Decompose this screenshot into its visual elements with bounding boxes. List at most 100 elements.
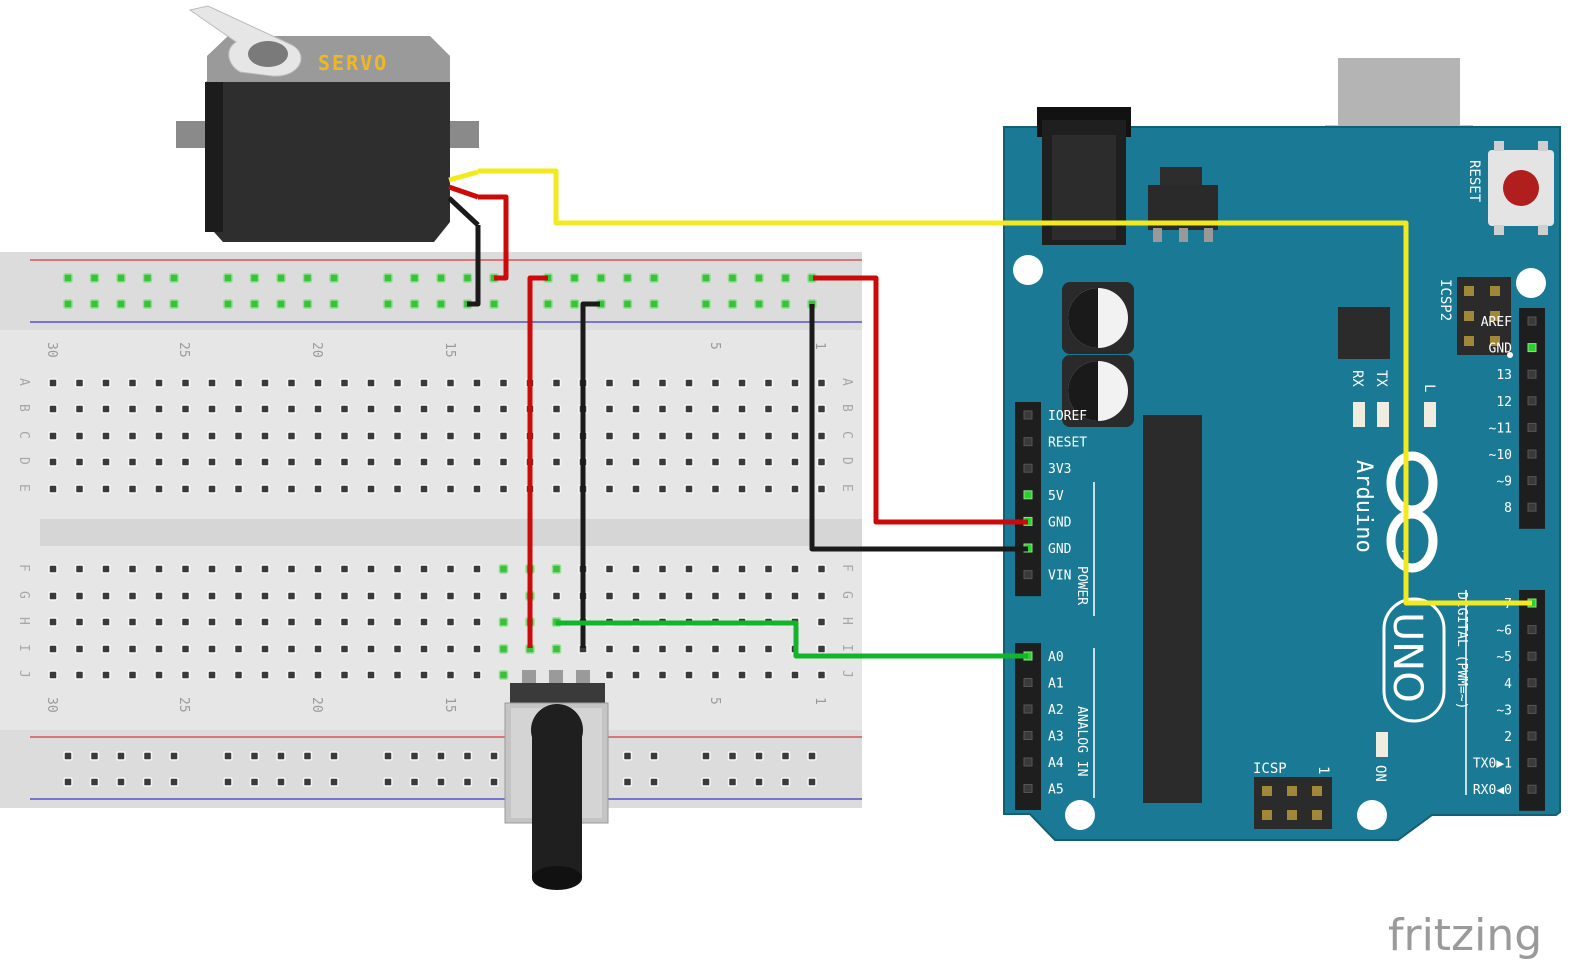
pin-label: 13 <box>1496 368 1512 383</box>
breadboard-hole <box>101 591 111 601</box>
breadboard-hole <box>498 564 509 574</box>
rail-hole <box>436 751 446 761</box>
rail-hole <box>223 299 233 309</box>
row-letter: C <box>839 431 854 439</box>
rail-hole <box>622 273 633 283</box>
pin-label: A3 <box>1048 730 1064 745</box>
breadboard-hole <box>763 404 774 414</box>
breadboard-hole <box>48 378 58 388</box>
rail-hole <box>383 751 393 761</box>
breadboard-hole <box>260 617 270 627</box>
breadboard-hole <box>180 404 191 414</box>
rail-hole <box>276 751 286 761</box>
breadboard-hole <box>631 457 641 467</box>
breadboard-hole <box>339 644 350 654</box>
rail-hole <box>302 273 313 283</box>
column-number: 15 <box>442 697 457 713</box>
breadboard-hole <box>631 670 641 680</box>
rail-hole <box>63 777 73 787</box>
breadboard-hole <box>684 670 694 680</box>
rail-hole <box>543 299 553 309</box>
breadboard-hole <box>604 404 615 414</box>
breadboard-hole <box>737 564 747 574</box>
breadboard-hole <box>207 644 217 654</box>
rail-hole <box>409 751 420 761</box>
breadboard-hole <box>684 457 694 467</box>
column-number: 25 <box>176 697 191 713</box>
potentiometer[interactable] <box>504 670 609 890</box>
rail-hole <box>383 299 393 309</box>
breadboard-hole <box>313 457 323 467</box>
breadboard-hole <box>286 617 297 627</box>
rail-hole <box>436 273 446 283</box>
tx-led <box>1377 402 1389 427</box>
breadboard-hole <box>737 378 747 388</box>
header-pin <box>1527 704 1537 714</box>
breadboard-hole <box>790 378 800 388</box>
breadboard-hole <box>392 670 403 680</box>
breadboard-hole <box>366 378 376 388</box>
header-pin <box>1527 678 1537 688</box>
pot-knob[interactable] <box>532 730 582 878</box>
rail-hole <box>142 299 153 309</box>
reset-button[interactable] <box>1488 141 1554 235</box>
breadboard-hole <box>101 378 111 388</box>
breadboard-hole <box>710 431 721 441</box>
breadboard-hole <box>366 617 376 627</box>
breadboard-hole <box>207 670 217 680</box>
breadboard-hole <box>763 378 774 388</box>
model-label: UNO <box>1384 612 1430 703</box>
breadboard-hole <box>631 591 641 601</box>
breadboard-hole <box>763 431 774 441</box>
breadboard-hole <box>127 431 138 441</box>
breadboard-hole <box>445 591 456 601</box>
breadboard-hole <box>207 564 217 574</box>
breadboard-hole <box>604 591 615 601</box>
rail-hole <box>780 751 791 761</box>
l-led <box>1424 402 1436 427</box>
brand-label: Arduino <box>1351 460 1376 553</box>
breadboard-hole <box>180 431 191 441</box>
row-letter: I <box>839 644 854 652</box>
column-number: 1 <box>812 697 827 705</box>
rail-hole <box>169 751 179 761</box>
breadboard-hole <box>737 644 747 654</box>
breadboard-hole <box>790 591 800 601</box>
breadboard-hole <box>74 670 85 680</box>
breadboard-hole <box>737 404 747 414</box>
breadboard-hole <box>154 457 164 467</box>
breadboard-hole <box>366 457 376 467</box>
rx-led <box>1353 402 1365 427</box>
breadboard-hole <box>631 484 641 494</box>
rail-hole <box>622 751 633 761</box>
breadboard-hole <box>154 378 164 388</box>
pin-label: 2 <box>1504 730 1512 745</box>
breadboard-hole <box>392 457 403 467</box>
breadboard-hole <box>684 644 694 654</box>
breadboard-hole <box>233 457 244 467</box>
breadboard-hole <box>763 591 774 601</box>
breadboard-hole <box>551 564 562 574</box>
rail-hole <box>223 273 233 283</box>
breadboard-hole <box>339 484 350 494</box>
breadboard-hole <box>445 670 456 680</box>
breadboard-hole <box>101 457 111 467</box>
rail-hole <box>249 273 260 283</box>
breadboard-hole <box>419 431 429 441</box>
rail-hole <box>63 751 73 761</box>
breadboard-hole <box>101 484 111 494</box>
breadboard-hole <box>233 431 244 441</box>
header-pin <box>1527 476 1537 486</box>
breadboard-hole <box>260 431 270 441</box>
breadboard-hole <box>498 404 509 414</box>
rail-hole <box>329 777 339 787</box>
breadboard-hole <box>366 484 376 494</box>
breadboard-hole <box>154 617 164 627</box>
breadboard-hole <box>127 484 138 494</box>
rail-hole <box>489 751 499 761</box>
breadboard-hole <box>207 457 217 467</box>
rail-hole <box>701 751 711 761</box>
breadboard-hole <box>260 591 270 601</box>
header-pin <box>1023 784 1033 793</box>
column-number: 1 <box>812 342 827 350</box>
